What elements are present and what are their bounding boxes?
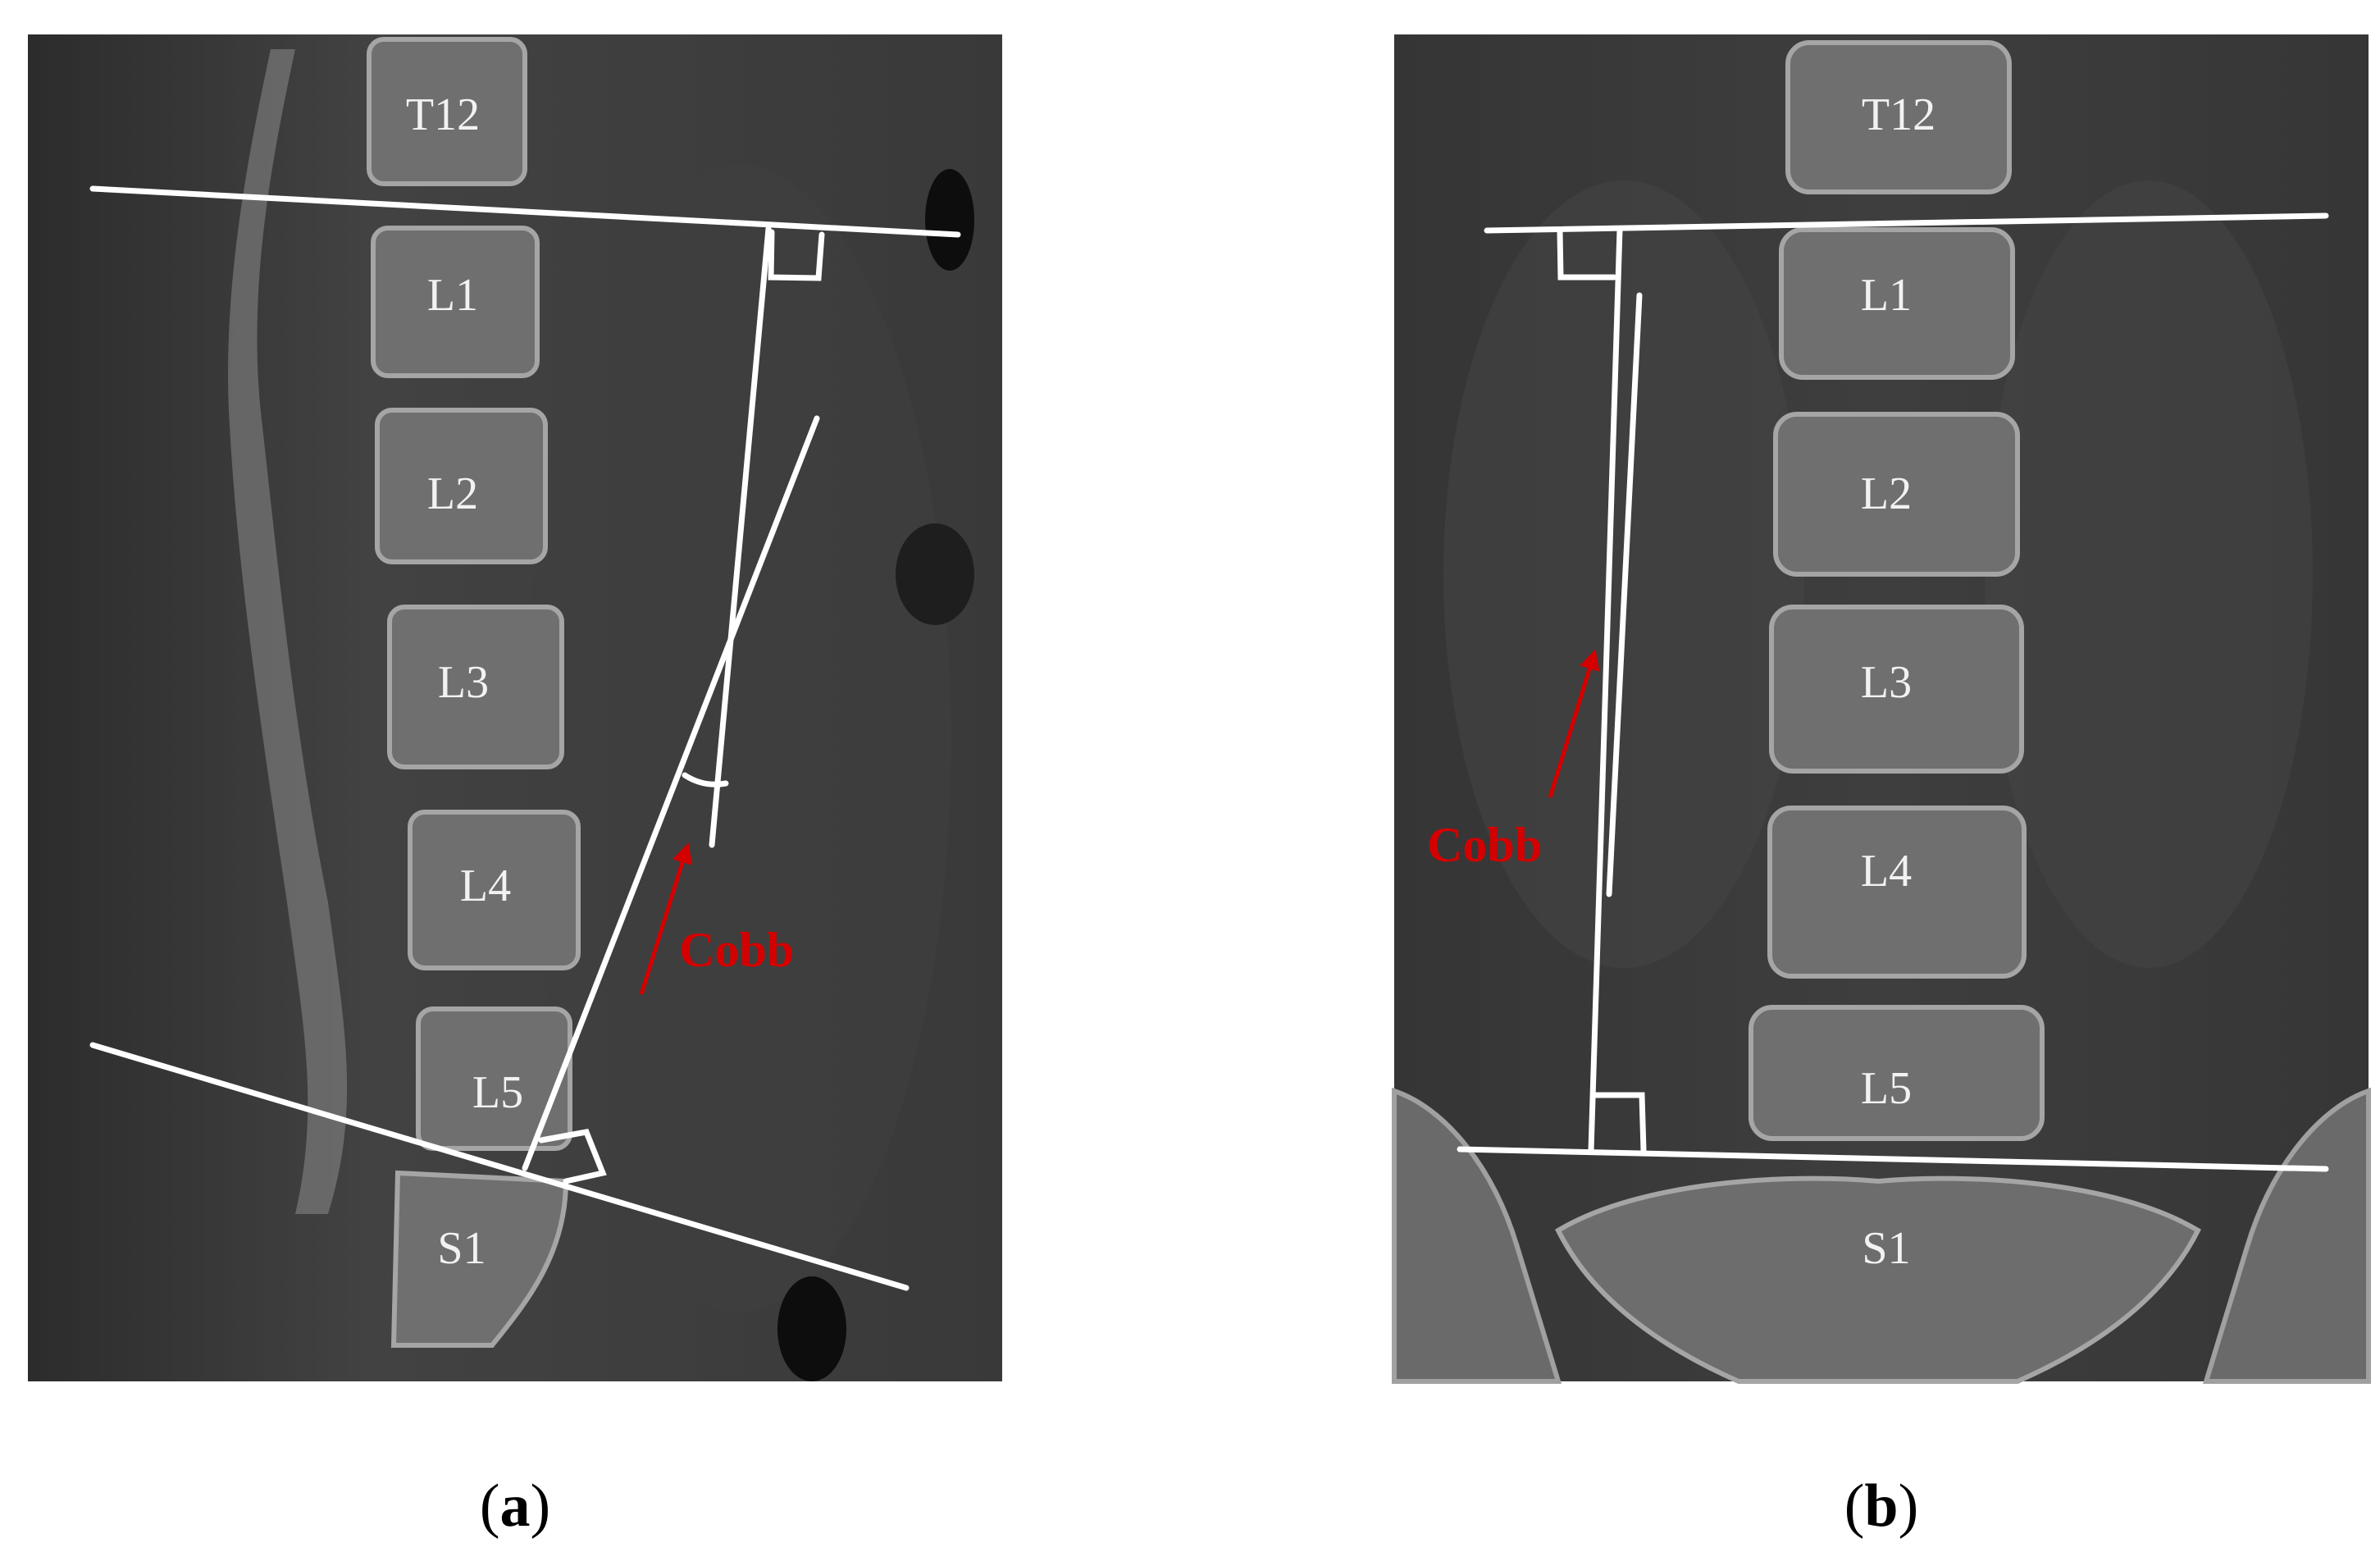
panel-b: T12 L1 L2 L3 L4 L5 S1 Cobb bbox=[1392, 34, 2371, 1384]
panel-a-label-s1: S1 bbox=[437, 1223, 486, 1274]
panel-b-body-l5 bbox=[1749, 1005, 2045, 1141]
panel-a-upper-perpendicular bbox=[709, 226, 772, 848]
panel-b-label-l2: L2 bbox=[1861, 468, 1912, 519]
panel-b-upper-endplate-line bbox=[1484, 212, 2329, 234]
panel-b-label-l3: L3 bbox=[1861, 657, 1912, 708]
panel-b-vertebra-labels: T12 L1 L2 L3 L4 L5 S1 bbox=[1861, 89, 1935, 1274]
panel-a-vertebra-labels: T12 L1 L2 L3 L4 L5 S1 bbox=[406, 89, 523, 1274]
panel-b-caption-letter: b bbox=[1864, 1472, 1898, 1540]
panel-b-body-l2 bbox=[1773, 412, 2020, 577]
panel-b-upper-perpendicular bbox=[1588, 226, 1623, 1154]
panel-b-right-angle-lower bbox=[1593, 1092, 1647, 1153]
panel-a-right-angle-upper bbox=[768, 229, 825, 281]
panel-a-air-pocket-top bbox=[925, 169, 974, 271]
panel-b-label-t12: T12 bbox=[1862, 89, 1935, 140]
panel-a-body-t12 bbox=[367, 37, 527, 186]
panel-b-vertebral-bodies bbox=[1749, 40, 2045, 1141]
panel-a-body-l5 bbox=[416, 1007, 572, 1151]
panel-a-posterior-elements bbox=[228, 49, 348, 1214]
panel-a-label-l5: L5 bbox=[472, 1067, 523, 1118]
panel-b-lower-perpendicular bbox=[1606, 292, 1643, 897]
panel-b-right-angle-upper bbox=[1557, 228, 1617, 281]
panel-a-body-l3 bbox=[387, 605, 564, 769]
panel-a-measurement-lines bbox=[89, 185, 961, 1291]
panel-b-label-l4: L4 bbox=[1861, 846, 1912, 897]
panel-b-body-t12 bbox=[1785, 40, 2012, 194]
panel-a-caption-letter: a bbox=[500, 1472, 531, 1540]
panel-a-body-l2 bbox=[375, 408, 548, 564]
panel-a-label-l1: L1 bbox=[427, 270, 478, 321]
panel-a-caption: (a) bbox=[480, 1472, 550, 1540]
panel-a-upper-endplate-line bbox=[89, 185, 961, 238]
panel-a-air-pocket-mid bbox=[896, 523, 974, 625]
panel-b-label-l5: L5 bbox=[1861, 1063, 1912, 1114]
panel-a-label-t12: T12 bbox=[406, 89, 480, 140]
panel-b-lower-endplate-line bbox=[1457, 1146, 2329, 1172]
panel-a-label-l3: L3 bbox=[438, 657, 489, 708]
panel-a-angle-arc bbox=[682, 772, 729, 787]
panel-a-body-l4 bbox=[408, 810, 581, 970]
panel-a-lower-endplate-line bbox=[89, 1042, 910, 1291]
panel-a-lower-perpendicular bbox=[522, 415, 820, 1171]
panel-b-cobb-label: Cobb bbox=[1427, 818, 1542, 872]
panel-a-cobb-arrow bbox=[639, 842, 692, 995]
panel-b-soft-tissue-right bbox=[1985, 180, 2313, 968]
panel-b-label-l1: L1 bbox=[1861, 270, 1912, 321]
panel-b-label-s1: S1 bbox=[1862, 1223, 1910, 1274]
panel-b-sacrum bbox=[1555, 1175, 2201, 1384]
panel-b-cobb-arrow bbox=[1548, 649, 1600, 798]
panel-a-soft-tissue bbox=[525, 164, 951, 1312]
panel-a: T12 L1 L2 L3 L4 L5 S1 Cobb bbox=[28, 34, 1002, 1381]
panel-a-body-l1 bbox=[371, 226, 540, 378]
panel-b-caption: (b) bbox=[1844, 1472, 1918, 1540]
panel-b-body-l1 bbox=[1779, 227, 2015, 380]
panel-a-cobb-label: Cobb bbox=[679, 923, 794, 977]
panel-a-right-angle-lower bbox=[538, 1129, 607, 1185]
panel-b-measurement-lines bbox=[1457, 212, 2329, 1172]
panel-a-body-s1 bbox=[390, 1170, 569, 1348]
panel-a-air-pocket-bottom bbox=[777, 1276, 846, 1381]
panel-a-label-l4: L4 bbox=[460, 860, 511, 911]
panel-b-body-l4 bbox=[1767, 806, 2027, 979]
panel-a-vertebral-bodies bbox=[367, 37, 581, 1348]
panel-a-label-l2: L2 bbox=[427, 468, 478, 519]
panel-b-pelvis bbox=[1392, 1087, 2371, 1384]
panel-b-body-l3 bbox=[1769, 605, 2024, 774]
